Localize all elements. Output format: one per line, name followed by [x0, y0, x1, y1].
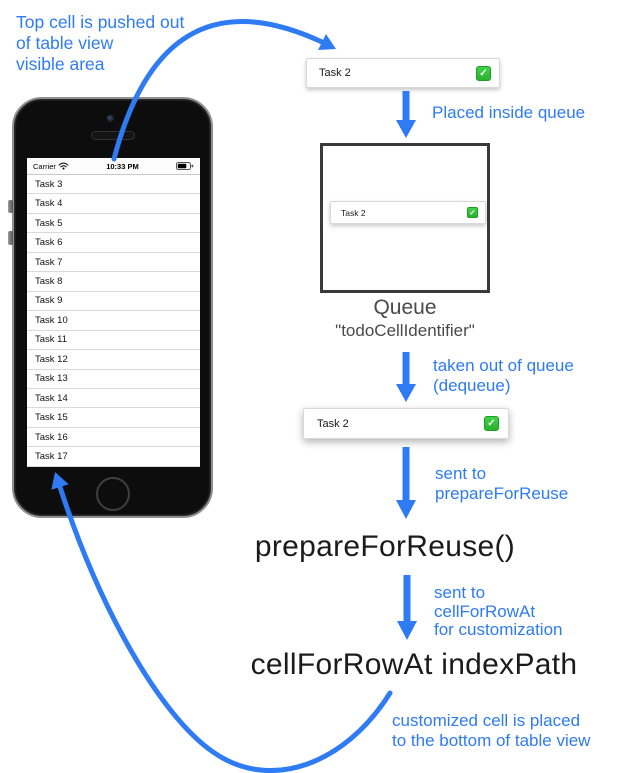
volume-up-button — [8, 200, 13, 213]
checkmark-icon: ✓ — [476, 65, 491, 81]
queue-title: Queue — [373, 296, 437, 319]
sent-to-cellforrowat-label: sent to cellForRowAt for customization — [434, 583, 563, 639]
table-row: Task 12 — [27, 350, 200, 370]
table-row: Task 16 — [27, 427, 200, 448]
table-row: Task 9 — [27, 291, 200, 312]
table-row: Task 6 — [27, 233, 200, 253]
table-row: Task 7 — [27, 252, 200, 273]
prepareforreuse-text: prepareForReuse() — [254, 530, 516, 563]
cellforrowat-text: cellForRowAt indexPath — [250, 648, 578, 681]
front-camera-icon — [107, 115, 114, 122]
sent-to-prepareforreuse-label: sent to prepareForReuse — [435, 464, 569, 503]
earpiece-speaker-icon — [91, 131, 135, 140]
home-button — [96, 477, 130, 511]
table-row: Task 15 — [27, 408, 200, 428]
table-row: Task 5 — [27, 213, 200, 234]
reused-cell-dequeued: Task 2 ✓ — [303, 408, 509, 439]
clock-label: 10:33 PM — [106, 161, 139, 171]
arrow-into-queue-head — [396, 120, 416, 138]
table-row: Task 11 — [27, 330, 200, 351]
queue-identifier: "todoCellIdentifier" — [335, 321, 475, 340]
checkmark-icon: ✓ — [484, 416, 499, 431]
table-row: Task 10 — [27, 311, 200, 331]
carrier-group: Carrier — [33, 162, 69, 171]
cell-label: Task 2 — [319, 67, 351, 79]
top-note: Top cell is pushed out of table view vis… — [16, 12, 185, 74]
cell-label: Task 2 — [341, 207, 366, 218]
arrow-to-prepareforreuse-head — [396, 500, 416, 519]
table-row: Task 14 — [27, 388, 200, 409]
reused-cell-in-queue: Task 2 ✓ — [330, 201, 486, 224]
curved-arrow-cell-out-head — [318, 34, 336, 50]
cell-label: Task 2 — [317, 417, 349, 430]
battery-icon — [175, 162, 194, 170]
table-row: Task 8 — [27, 272, 200, 292]
dequeue-label: taken out of queue (dequeue) — [433, 356, 574, 395]
reused-cell-top: Task 2 ✓ — [306, 58, 500, 88]
table-row: Task 17 — [27, 447, 200, 467]
volume-down-button — [8, 231, 13, 245]
bottom-note: customized cell is placed to the bottom … — [392, 711, 591, 750]
checkmark-icon: ✓ — [467, 207, 478, 218]
queue-box: Task 2 ✓ — [320, 143, 490, 293]
arrow-to-cellforrowat-head — [397, 621, 417, 640]
table-row: Task 3 — [27, 175, 200, 195]
placed-inside-queue-label: Placed inside queue — [432, 103, 586, 122]
wifi-icon — [58, 162, 69, 170]
status-bar: Carrier 10:33 PM — [27, 158, 200, 175]
table-row: Task 13 — [27, 369, 200, 389]
table-row: Task 4 — [27, 194, 200, 214]
carrier-label: Carrier — [33, 161, 56, 171]
arrow-dequeue-head — [396, 384, 416, 402]
